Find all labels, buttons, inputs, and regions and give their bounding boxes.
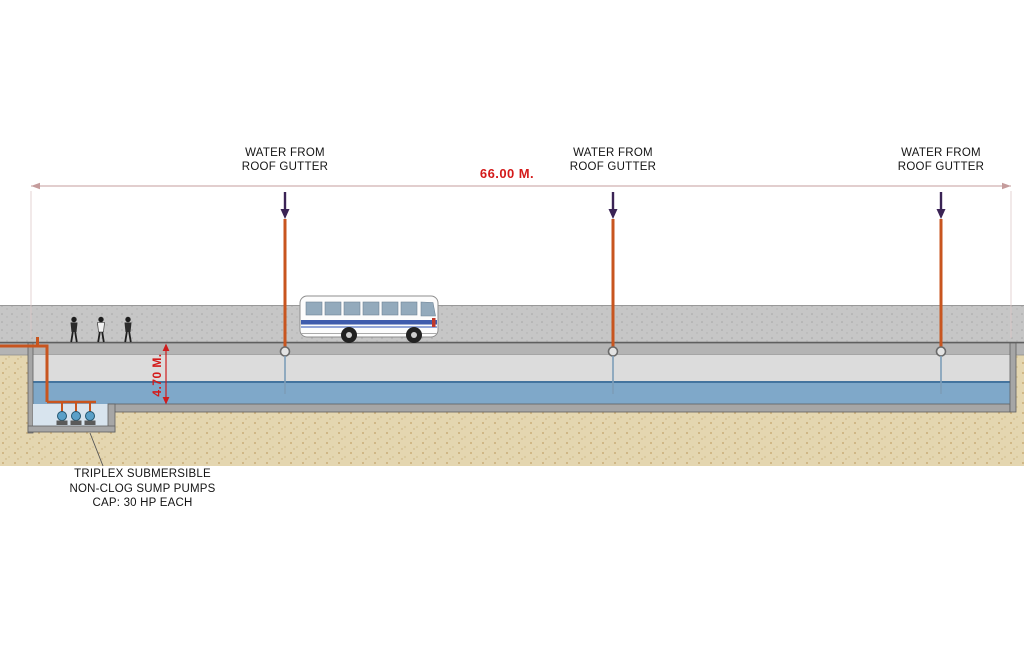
roof-gutter-downpipe-3 — [935, 192, 947, 394]
right-wall — [1009, 342, 1017, 413]
sump-pump-icon — [85, 411, 95, 421]
span-dimension-label: 66.00 M. — [479, 166, 535, 181]
gutter-label-line: WATER FROM — [245, 147, 325, 159]
bus-front-accent — [432, 318, 436, 327]
pedestrian-figure — [124, 316, 132, 343]
reservoir — [27, 342, 1017, 434]
pump-assembly — [47, 400, 96, 425]
dimension-span — [30, 182, 1012, 338]
downpipe — [939, 219, 943, 348]
left-wall — [27, 342, 34, 434]
gutter-label-line: WATER FROM — [573, 147, 653, 159]
pedestrian-figure — [97, 316, 105, 343]
inlet-icon — [607, 346, 619, 357]
gutter-label-line: ROOF GUTTER — [241, 161, 329, 173]
gutter-label-line: ROOF GUTTER — [569, 161, 657, 173]
road-surface — [0, 305, 1024, 342]
pump-label-line: NON-CLOG SUMP PUMPS — [69, 482, 216, 495]
windshield — [420, 301, 436, 317]
gutter-label-2: WATER FROM ROOF GUTTER — [553, 146, 673, 174]
pump-label-leader — [89, 432, 104, 467]
sump-pump-icon — [71, 411, 81, 421]
down-arrow-icon — [936, 209, 946, 219]
discharge-pipe — [0, 337, 49, 402]
roof-gutter-downpipe-1 — [279, 192, 291, 394]
pump-label-line: TRIPLEX SUBMERSIBLE — [74, 468, 211, 480]
pavement-slab — [0, 342, 1024, 355]
downpipe — [283, 219, 287, 348]
pipe-riser-stub — [36, 337, 39, 346]
inlet-icon — [935, 346, 947, 357]
gutter-label-1: WATER FROM ROOF GUTTER — [225, 146, 345, 174]
bus — [299, 295, 439, 343]
inlet-icon — [279, 346, 291, 357]
gutter-label-line: ROOF GUTTER — [897, 161, 985, 173]
bus-stripe-light — [301, 326, 437, 328]
sump-pump-icon — [57, 411, 67, 421]
pedestrians — [70, 316, 132, 343]
pump-label-line: CAP: 30 HP EACH — [92, 497, 193, 509]
gutter-label-3: WATER FROM ROOF GUTTER — [881, 146, 1001, 174]
roof-gutter-downpipe-2 — [607, 192, 619, 394]
bus-stripe-dark — [301, 320, 437, 325]
downpipe — [611, 219, 615, 348]
pump-label: TRIPLEX SUBMERSIBLE NON-CLOG SUMP PUMPS … — [50, 467, 235, 511]
down-arrow-icon — [280, 209, 290, 219]
pedestrian-figure — [70, 316, 78, 343]
floor-slab — [107, 403, 1011, 413]
gutter-label-line: WATER FROM — [901, 147, 981, 159]
down-arrow-icon — [608, 209, 618, 219]
pit-floor-slab — [27, 425, 116, 433]
depth-dimension-label: 4.70 M. — [150, 353, 164, 397]
water-layer — [33, 381, 1010, 404]
dimension-depth — [162, 343, 170, 405]
